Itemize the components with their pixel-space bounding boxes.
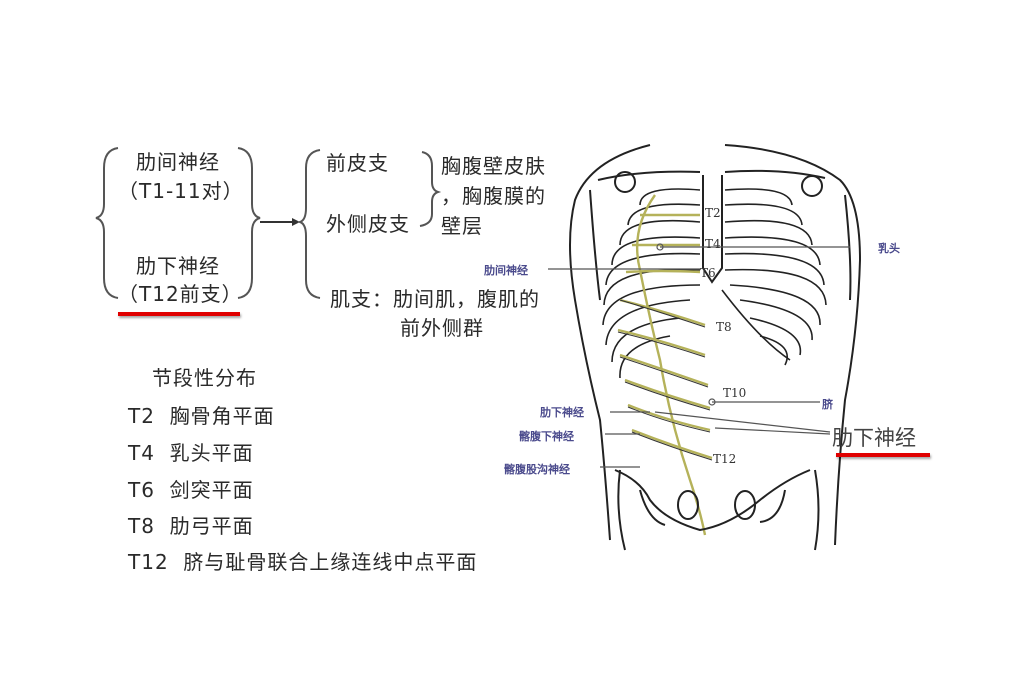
segment-landmark: 剑突平面 [169,478,254,502]
anterior-cutaneous-branch: 前皮支 [326,151,389,175]
label-intercostal-nerve: 肋间神经 [484,264,528,277]
highlight-underline-left [118,312,240,316]
segment-row: T4 乳头平面 [128,437,254,466]
ribs-right [724,188,827,366]
label-subcostal-nerve: 肋下神经 [540,406,584,419]
segment-row: T8 肋弓平面 [128,510,254,539]
segment-landmark: 胸骨角平面 [169,404,275,428]
label-T10: T10 [723,386,747,400]
subcostal-nerve-range: （T12前支） [118,282,243,306]
label-ilioinguinal-nerve: 髂腹股沟神经 [504,463,570,476]
label-umbilicus: 脐 [822,398,833,411]
segmental-title: 节段性分布 [152,366,257,390]
cutaneous-target-line1: 胸腹壁皮肤 [441,154,546,178]
segment-row: T2 胸骨角平面 [128,400,275,429]
label-nipple: 乳头 [878,242,900,255]
muscular-branch-line2: 前外侧群 [400,316,484,340]
cutaneous-target-line2: ，胸腹膜的 [441,184,546,208]
segment-level: T2 [128,404,155,428]
leader-lines [548,243,850,468]
muscular-branch-line1: 肌支：肋间肌，腹肌的 [330,287,540,311]
label-T6: T6 [700,266,716,280]
pelvis [614,469,820,551]
segment-level: T8 [128,514,155,538]
segment-landmark: 肋弓平面 [169,514,254,538]
label-T2: T2 [705,206,721,220]
nerves [617,194,713,536]
lateral-cutaneous-branch: 外侧皮支 [326,212,410,236]
segment-landmark: 脐与耻骨联合上缘连线中点平面 [183,550,478,574]
torso-outline [569,144,862,546]
subcostal-nerve-label: 肋下神经 [136,254,220,278]
intercostal-nerve-range: （T1-11对） [118,179,244,203]
segment-level: T12 [128,550,169,574]
segment-row: T12 脐与耻骨联合上缘连线中点平面 [128,546,477,575]
label-subcostal-nerve-large: 肋下神经 [832,426,916,450]
segment-level: T4 [128,441,155,465]
segment-landmark: 乳头平面 [169,441,254,465]
segment-row: T6 剑突平面 [128,474,254,503]
label-T4: T4 [705,237,721,251]
label-T12: T12 [713,452,737,466]
label-iliohypogastric-nerve: 髂腹下神经 [519,430,574,443]
label-T8: T8 [716,320,732,334]
highlight-underline-right [836,453,930,457]
segment-level: T6 [128,478,155,502]
cutaneous-target-line3: 壁层 [441,214,483,238]
intercostal-nerve-label: 肋间神经 [136,150,220,174]
